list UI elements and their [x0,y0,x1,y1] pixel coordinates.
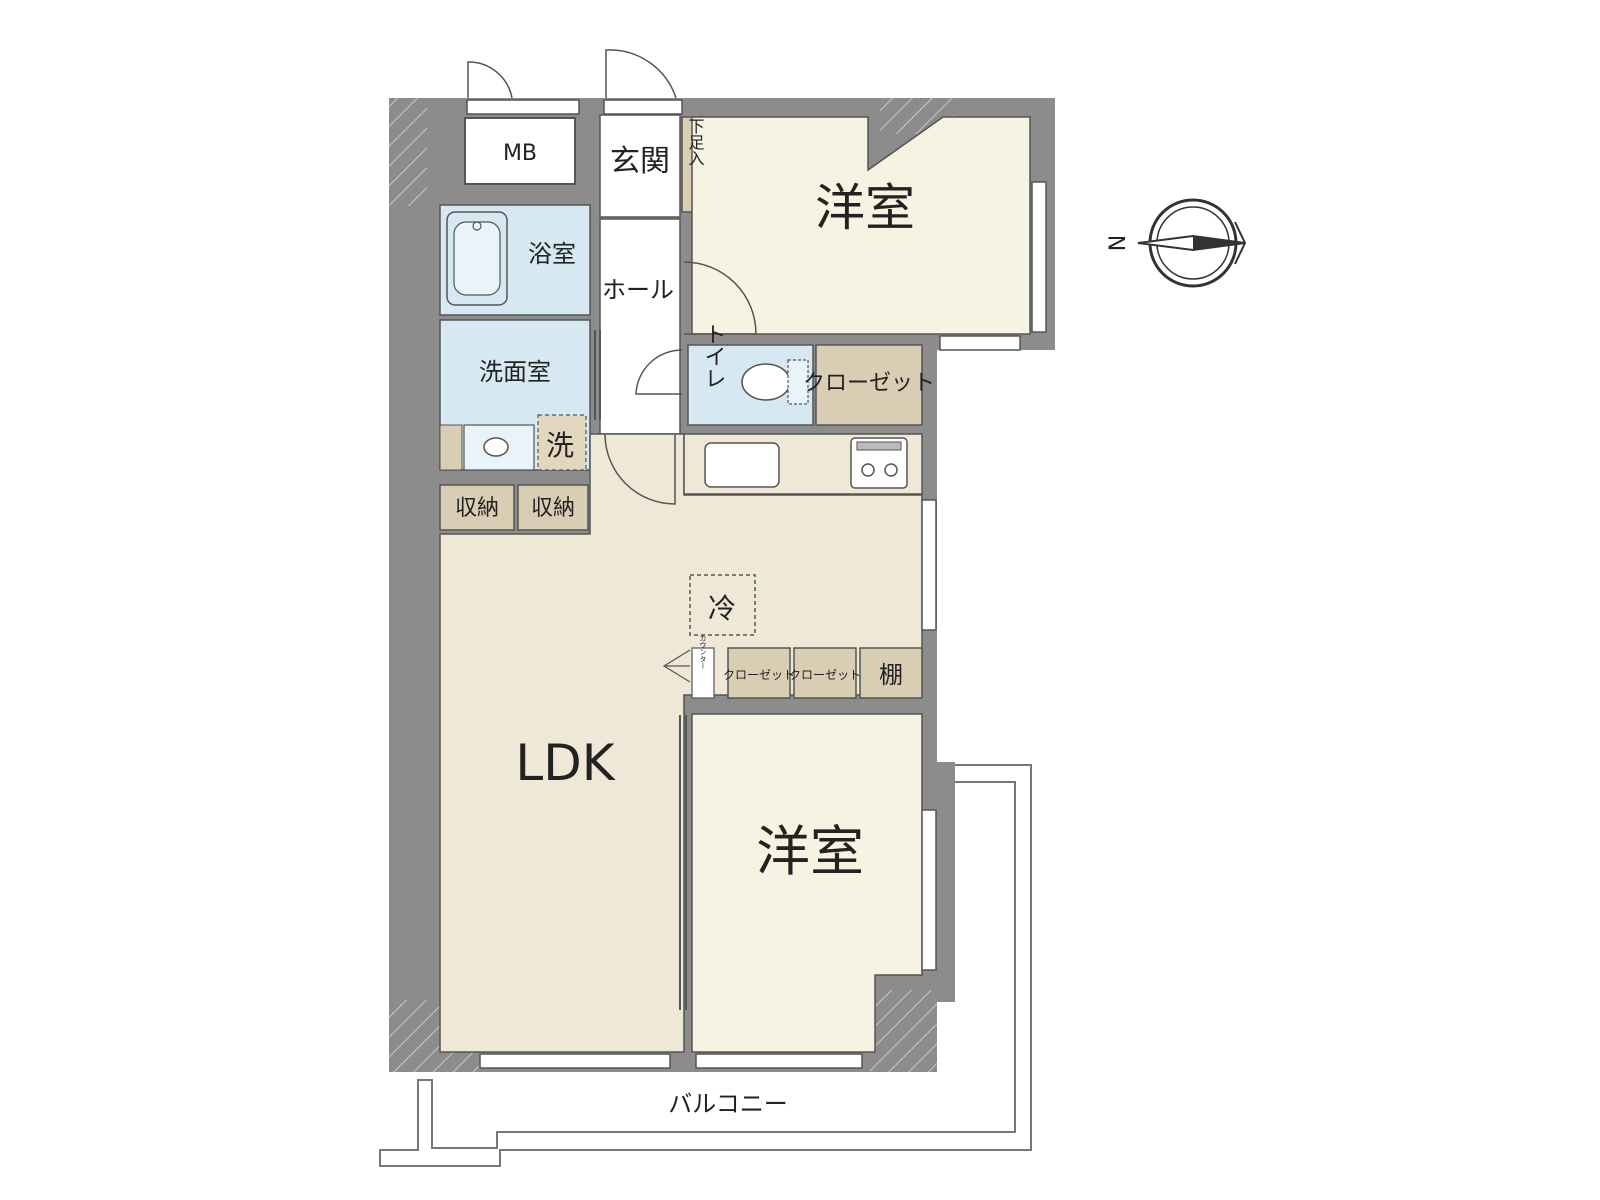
ldk-door [604,433,676,505]
bath-label: 浴室 [528,240,576,268]
counter-cabinet [691,647,715,699]
washer-space [537,414,587,471]
closet-b-label: クローゼット [789,668,861,682]
counter-doors-icon [662,649,691,683]
closet-north-label: クローゼット [803,371,935,396]
closet-b-room [793,647,857,699]
toilet-bowl-icon [741,363,791,401]
vanity-counter [439,424,463,471]
burner-2-icon [884,463,898,477]
burner-1-icon [861,463,875,477]
mb-room [464,117,576,185]
compass-north-label: N [1106,235,1131,251]
bath-drain-icon [472,221,482,231]
sink-icon [483,437,509,457]
hall-bedroom-door [683,261,757,335]
storage-1-room [439,484,515,531]
washroom-label: 洗面室 [479,358,551,386]
counter-label: カウンター [699,635,707,670]
closet-a-room [727,647,791,699]
stove-grill-icon [856,441,902,451]
column-se [870,990,937,1072]
ldk-label: LDK [515,734,615,792]
compass-icon [1137,198,1247,288]
fridge-space [689,574,756,636]
genkan-label: 玄関 [610,144,670,179]
column-nw [389,98,427,206]
shelf-label: 棚 [879,661,903,689]
kitchen-sink-icon [704,442,780,488]
entrance-doors [467,49,677,99]
mb-label: MB [503,141,537,166]
hall-room [599,218,681,435]
toilet-door [635,349,683,395]
windows [466,99,1047,1069]
sliding-doors [594,330,687,1010]
bedroom-north-label: 洋室 [815,179,915,237]
storage-2-room [517,484,589,531]
shelf-room [859,647,923,699]
washer-label: 洗 [546,429,574,462]
genkan-room [599,114,681,218]
closet-north-room [815,344,923,426]
storage-1-label: 収納 [455,496,499,521]
toilet-tank-icon [787,359,809,405]
hall-label: ホール [602,276,674,304]
fridge-label: 冷 [708,592,736,625]
shoe-cabinet-label: 下足入 [686,118,705,166]
bedroom-south-room [691,713,923,1053]
bedroom-south-label: 洋室 [756,820,864,883]
storage-2-label: 収納 [531,496,575,521]
closet-a-label: クローゼット [723,668,795,682]
bathtub-basin [453,221,501,296]
toilet-label: トイレ [701,323,726,389]
balcony-label: バルコニー [668,1090,788,1118]
